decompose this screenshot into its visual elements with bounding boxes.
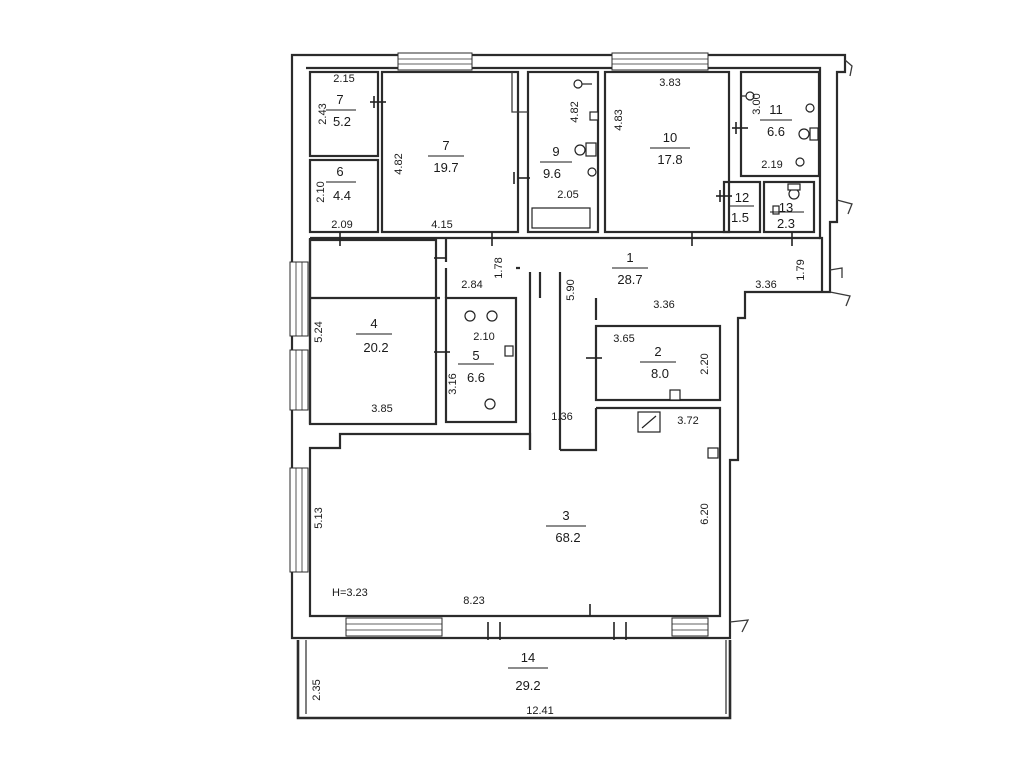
- room-label-4: 4 20.2: [356, 316, 392, 355]
- room-number: 13: [779, 200, 793, 215]
- dimension-label: 2.09: [331, 219, 352, 231]
- windows: [289, 52, 709, 637]
- room-area: 9.6: [543, 166, 561, 181]
- room-number: 7: [442, 138, 449, 153]
- room-number: 7: [336, 92, 343, 107]
- room-label-14: 14 29.2: [508, 650, 548, 693]
- balcony-outline: [296, 640, 732, 720]
- room-number: 1: [626, 250, 633, 265]
- dimension-label: 4.82: [393, 153, 405, 174]
- dimension-label: 2.10: [473, 331, 494, 343]
- room-number: 12: [735, 190, 749, 205]
- dimension-label: 2.20: [699, 353, 711, 374]
- dimension-label: 1.78: [493, 257, 505, 278]
- dimension-label: 4.82: [569, 101, 581, 122]
- room-label-12: 12 1.5: [730, 190, 754, 225]
- fixtures: [464, 79, 819, 459]
- dimension-label: 4.83: [613, 109, 625, 130]
- room-label-9: 9 9.6: [540, 144, 572, 181]
- dimension-label: 2.19: [761, 159, 782, 171]
- room-number: 6: [336, 164, 343, 179]
- dimension-label: 2.10: [315, 181, 327, 202]
- dimension-label: 5.24: [313, 321, 325, 342]
- room-area: 20.2: [363, 340, 388, 355]
- dimension-label: 4.15: [431, 219, 452, 231]
- room-area: 1.5: [731, 210, 749, 225]
- dimension-label: 3.65: [613, 333, 634, 345]
- room-label-6: 6 4.4: [326, 164, 356, 203]
- outer-wall: [290, 53, 847, 640]
- room-number: 3: [562, 508, 569, 523]
- room-label-1: 1 28.7: [612, 250, 648, 287]
- dimension-label: 3.00: [751, 93, 763, 114]
- room-number: 11: [769, 102, 783, 117]
- dimension-label: 3.16: [447, 373, 459, 394]
- room-area: 29.2: [515, 678, 540, 693]
- dimension-label: 12.41: [526, 705, 554, 717]
- ceiling-height-note: H=3.23: [332, 587, 368, 599]
- room-label-13: 13 2.3: [770, 200, 804, 231]
- room-label-2: 2 8.0: [640, 344, 676, 381]
- room-area: 4.4: [333, 188, 351, 203]
- dimension-label: 3.36: [653, 299, 674, 311]
- room-number: 10: [663, 130, 677, 145]
- room-number: 2: [654, 344, 661, 359]
- dimension-label: 1.36: [551, 411, 572, 423]
- dimension-label: 5.90: [565, 279, 577, 300]
- room-number: 14: [521, 650, 535, 665]
- dimension-label: 2.84: [461, 279, 482, 291]
- room-area: 19.7: [433, 160, 458, 175]
- room-area: 5.2: [333, 114, 351, 129]
- entry-wall-breaks: [729, 59, 853, 633]
- dimension-label: 6.20: [699, 503, 711, 524]
- dimension-label: 1.79: [795, 259, 807, 280]
- dimension-label: 5.13: [313, 507, 325, 528]
- room-label-8: 7 5.2: [326, 92, 356, 129]
- room-outlines: [308, 70, 821, 618]
- dimension-label: 2.05: [557, 189, 578, 201]
- dimension-label: 2.43: [317, 103, 329, 124]
- dimension-label: 3.72: [677, 415, 698, 427]
- dimension-labels: 2.15 2.43 2.10 2.09 4.82 4.15 4.82 2.05 …: [311, 73, 807, 717]
- room-area: 6.6: [767, 124, 785, 139]
- room-number: 5: [472, 348, 479, 363]
- room-label-5: 5 6.6: [458, 348, 494, 385]
- room-area: 6.6: [467, 370, 485, 385]
- dimension-label: 8.23: [463, 595, 484, 607]
- dimension-label: 3.85: [371, 403, 392, 415]
- room-number: 9: [552, 144, 559, 159]
- door-marks: [339, 96, 793, 640]
- dimension-label: 3.36: [755, 279, 776, 291]
- room-label-7: 7 19.7: [428, 138, 464, 175]
- room-label-11: 11 6.6: [760, 102, 792, 139]
- dimension-label: 3.83: [659, 77, 680, 89]
- room-area: 8.0: [651, 366, 669, 381]
- dimension-label: 2.35: [311, 679, 323, 700]
- room-area: 17.8: [657, 152, 682, 167]
- room-label-10: 10 17.8: [650, 130, 690, 167]
- room-area: 68.2: [555, 530, 580, 545]
- room-area: 28.7: [617, 272, 642, 287]
- room-label-3: 3 68.2: [546, 508, 586, 545]
- room-number: 4: [370, 316, 377, 331]
- dimension-label: 2.15: [333, 73, 354, 85]
- room-area: 2.3: [777, 216, 795, 231]
